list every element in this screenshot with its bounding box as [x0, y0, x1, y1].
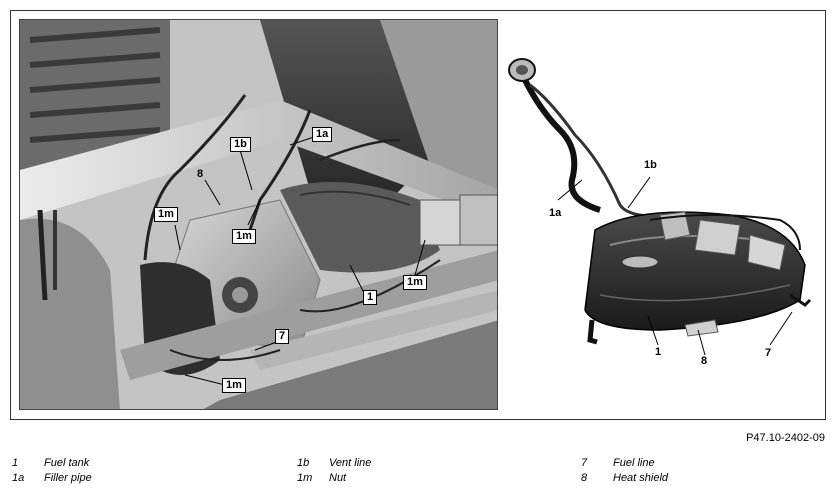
tank-callout-7-fuel-line: 7 [765, 347, 772, 359]
underbody-photo [19, 19, 498, 410]
legend-number: 8 [581, 472, 588, 484]
callout-1-fuel-tank: 1 [363, 290, 378, 305]
tank-callout-1a-filler-pipe: 1a [549, 207, 562, 219]
legend-number: 1a [12, 472, 25, 484]
legend-number: 1b [297, 457, 310, 469]
callout-1m-nut: 1m [154, 207, 178, 222]
callout-8-heat-shield: 8 [197, 168, 204, 180]
legend-text: Heat shield [613, 472, 669, 484]
fuel-tank-illustration [500, 40, 820, 380]
legend-number: 1 [12, 457, 19, 469]
tank-callout-1-fuel-tank: 1 [655, 346, 662, 358]
legend-number: 1m [297, 472, 313, 484]
callout-1b-vent-line: 1b [230, 137, 251, 152]
legend-text: Vent line [329, 457, 372, 469]
callout-1a-filler-pipe: 1a [312, 127, 333, 142]
callout-7-fuel-line: 7 [275, 329, 290, 344]
legend-text: Fuel line [613, 457, 655, 469]
legend-text: Filler pipe [44, 472, 92, 484]
legend: 1 Fuel tank 1a Filler pipe 1b Vent line … [0, 456, 837, 488]
underbody-illustration [20, 20, 497, 409]
callout-1m-nut: 1m [403, 275, 427, 290]
callout-1m-nut: 1m [232, 229, 256, 244]
legend-text: Fuel tank [44, 457, 90, 469]
figure-reference-code: P47.10-2402-09 [746, 432, 825, 444]
tank-callout-8-heat-shield: 8 [701, 355, 708, 367]
legend-text: Nut [329, 472, 347, 484]
tank-callout-1b-vent-line: 1b [644, 159, 657, 171]
fuel-tank-drawing [508, 58, 812, 356]
callout-1m-nut: 1m [222, 378, 246, 393]
legend-number: 7 [581, 457, 588, 469]
